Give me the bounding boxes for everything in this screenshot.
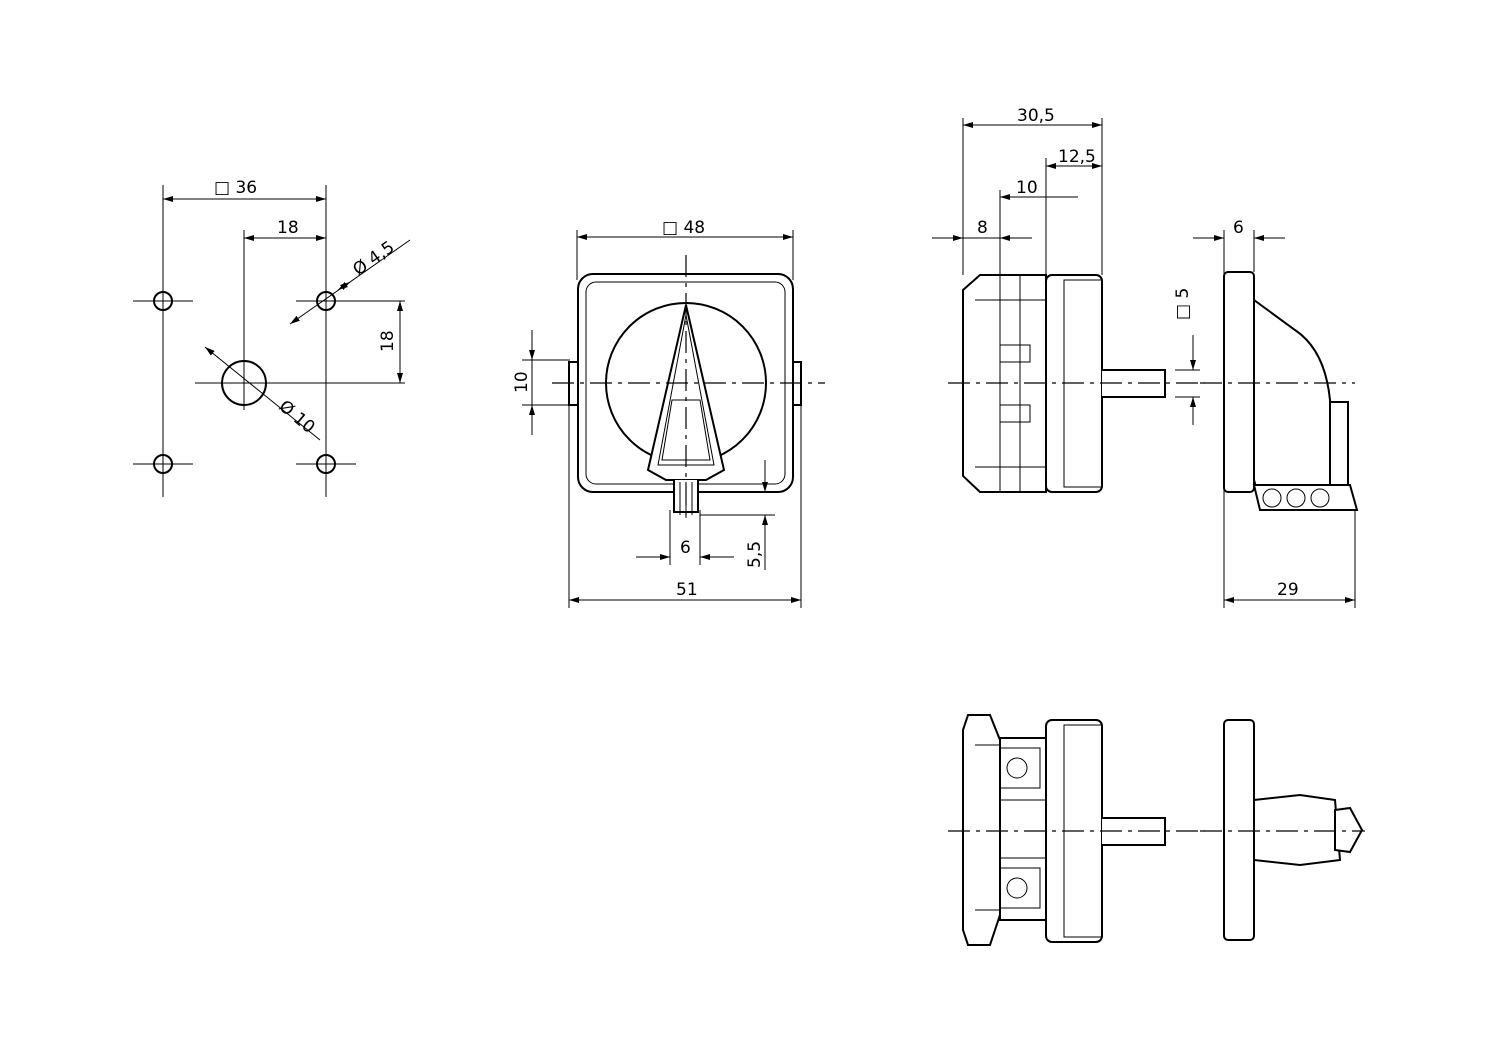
side-view: 30,5 12,5 10 8 xyxy=(932,106,1205,493)
front-view: □ 48 10 6 5,5 51 xyxy=(512,218,825,608)
dim-knob-29: 29 xyxy=(1277,580,1299,600)
knob-side-view: 6 □ 5 29 xyxy=(1173,218,1359,608)
dim-square-36: □ 36 xyxy=(214,178,257,198)
dim-depth-12-5: 12,5 xyxy=(1058,147,1096,167)
mounting-pattern-view: □ 36 18 18 Ø 4,5 Ø 10 xyxy=(133,178,411,497)
dim-depth-10: 10 xyxy=(1016,178,1038,198)
dim-center-hole-diameter: Ø 10 xyxy=(275,397,319,438)
dim-shaft-square-5: □ 5 xyxy=(1173,288,1193,320)
dim-overall-51: 51 xyxy=(676,580,698,600)
dim-pointer-6: 6 xyxy=(680,538,691,558)
dim-pointer-5-5: 5,5 xyxy=(745,541,765,568)
dim-knob-6: 6 xyxy=(1233,218,1244,238)
dim-18-vertical: 18 xyxy=(378,330,398,352)
dim-depth-8: 8 xyxy=(977,218,988,238)
knob-bottom-view xyxy=(1200,719,1365,941)
dim-depth-30-5: 30,5 xyxy=(1017,106,1055,126)
dim-hole-diameter: Ø 4,5 xyxy=(349,237,398,280)
mounting-holes xyxy=(133,185,405,497)
dim-tab-10: 10 xyxy=(512,371,532,393)
bottom-view xyxy=(948,714,1205,946)
dim-18-horizontal: 18 xyxy=(277,218,299,238)
dim-square-48: □ 48 xyxy=(662,218,705,238)
